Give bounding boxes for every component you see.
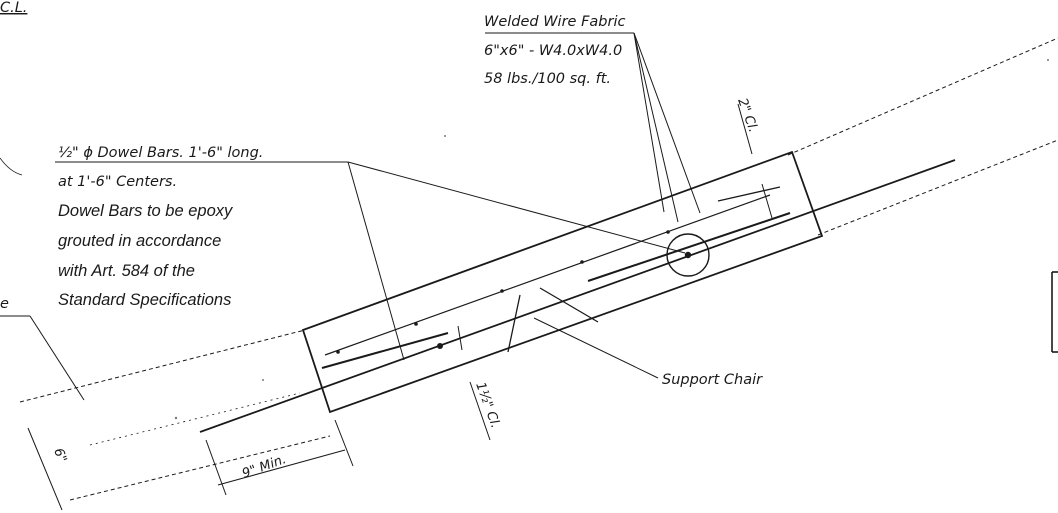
right-edge-bracket: [1051, 271, 1058, 353]
dim-top-clear: [737, 103, 773, 219]
left-fragment-text: e: [0, 296, 9, 312]
support-chair-label: Support Chair: [662, 372, 763, 388]
wwf-line-1: Welded Wire Fabric: [484, 14, 626, 30]
dowel-line-1: ½" ϕ Dowel Bars. 1'-6" long.: [58, 145, 263, 161]
concrete-slab-outline: [301, 150, 824, 414]
dowel-line-2: at 1'-6" Centers.: [58, 174, 177, 190]
dowel-line-5: with Art. 584 of the: [58, 262, 195, 280]
dim-thickness: [27, 427, 63, 511]
left-leader: [0, 315, 85, 401]
chair-marks: [336, 230, 670, 354]
dim-bottom-clear: [457, 325, 491, 441]
arc-fragment: [0, 157, 23, 176]
wwf-line-2: 6"x6" - W4.0xW4.0: [484, 43, 622, 59]
misc-marks: [174, 59, 1049, 420]
dim-bottom-clear-label: 1½" Cl.: [472, 380, 502, 430]
dim-thickness-label: 6": [50, 446, 69, 465]
wwf-leaders: [485, 32, 701, 223]
dowel-line-6: Standard Specifications: [58, 291, 231, 309]
existing-pavement-lines: [19, 37, 1058, 501]
dowel-bars: [321, 186, 791, 369]
dim-top-clear-label: 2" Cl.: [734, 96, 760, 134]
dowel-section-symbol: [666, 233, 710, 277]
wire-fabric-line: [324, 194, 771, 356]
dowel-leaders: [55, 161, 686, 361]
support-chair-leader: [533, 317, 659, 379]
dim-min-length: [205, 419, 354, 496]
dowel-line-4: grouted in accordance: [58, 232, 221, 250]
support-chair: [507, 287, 599, 353]
dowel-line-3: Dowel Bars to be epoxy: [58, 202, 234, 220]
top-left-fragment-text: C.L.: [0, 0, 27, 16]
wwf-line-3: 58 lbs./100 sq. ft.: [484, 71, 611, 87]
slab-joint-line: [199, 159, 956, 433]
